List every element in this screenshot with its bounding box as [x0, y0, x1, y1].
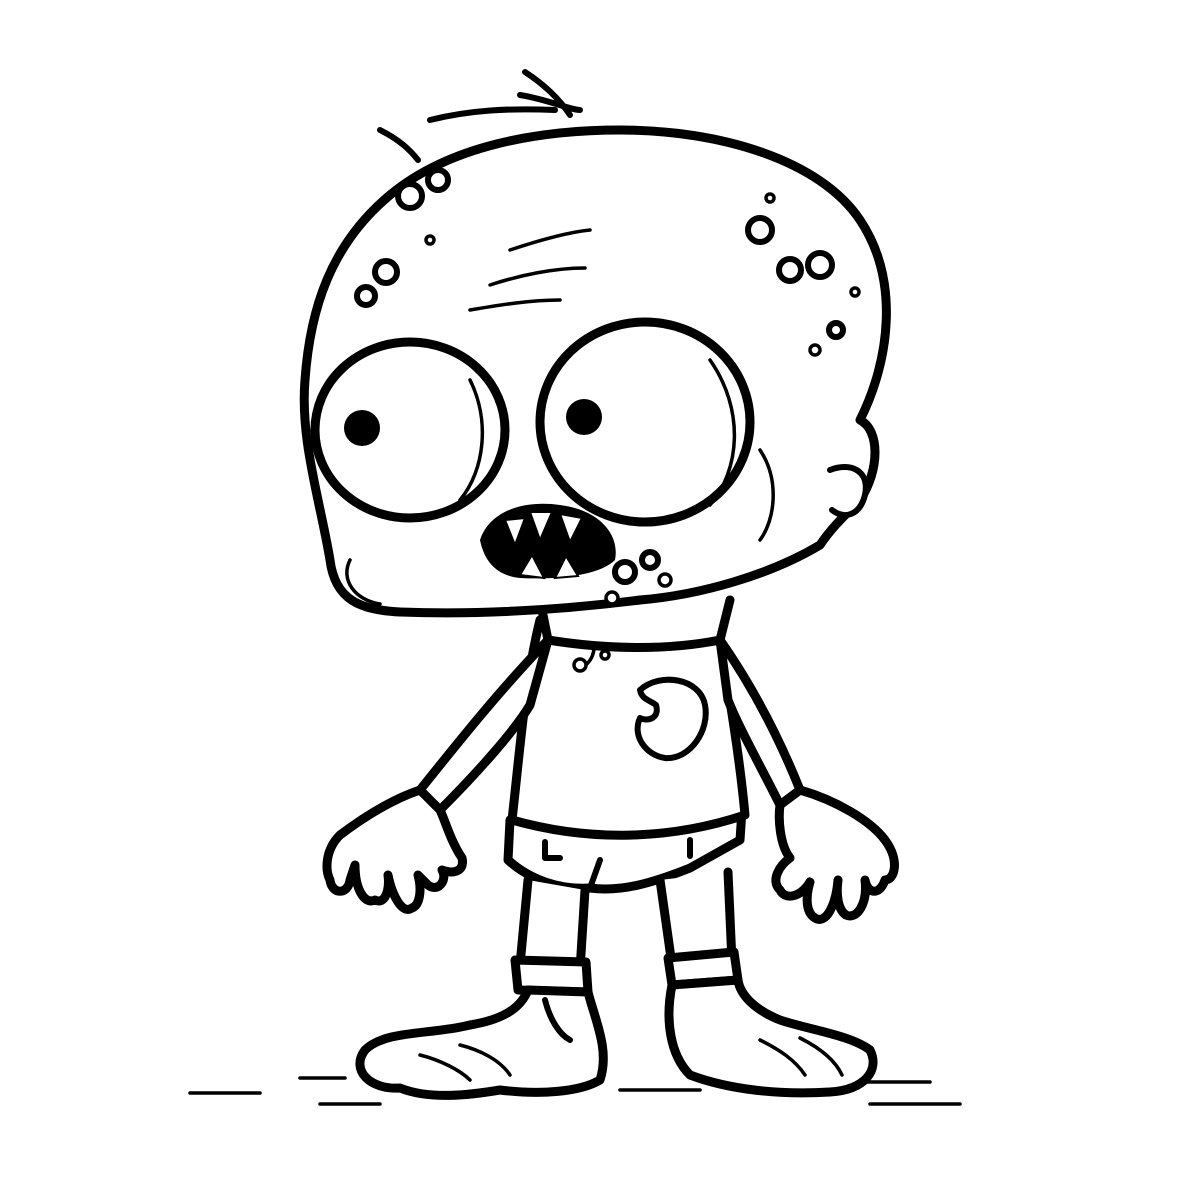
left-eye — [310, 337, 510, 523]
neck — [535, 595, 735, 652]
right-eye — [535, 317, 755, 527]
right-arm — [715, 635, 899, 924]
left-arm — [322, 635, 553, 914]
left-foot — [355, 985, 608, 1100]
mouth — [480, 503, 673, 606]
right-foot — [664, 975, 878, 1098]
ground-lines — [188, 1076, 962, 1106]
